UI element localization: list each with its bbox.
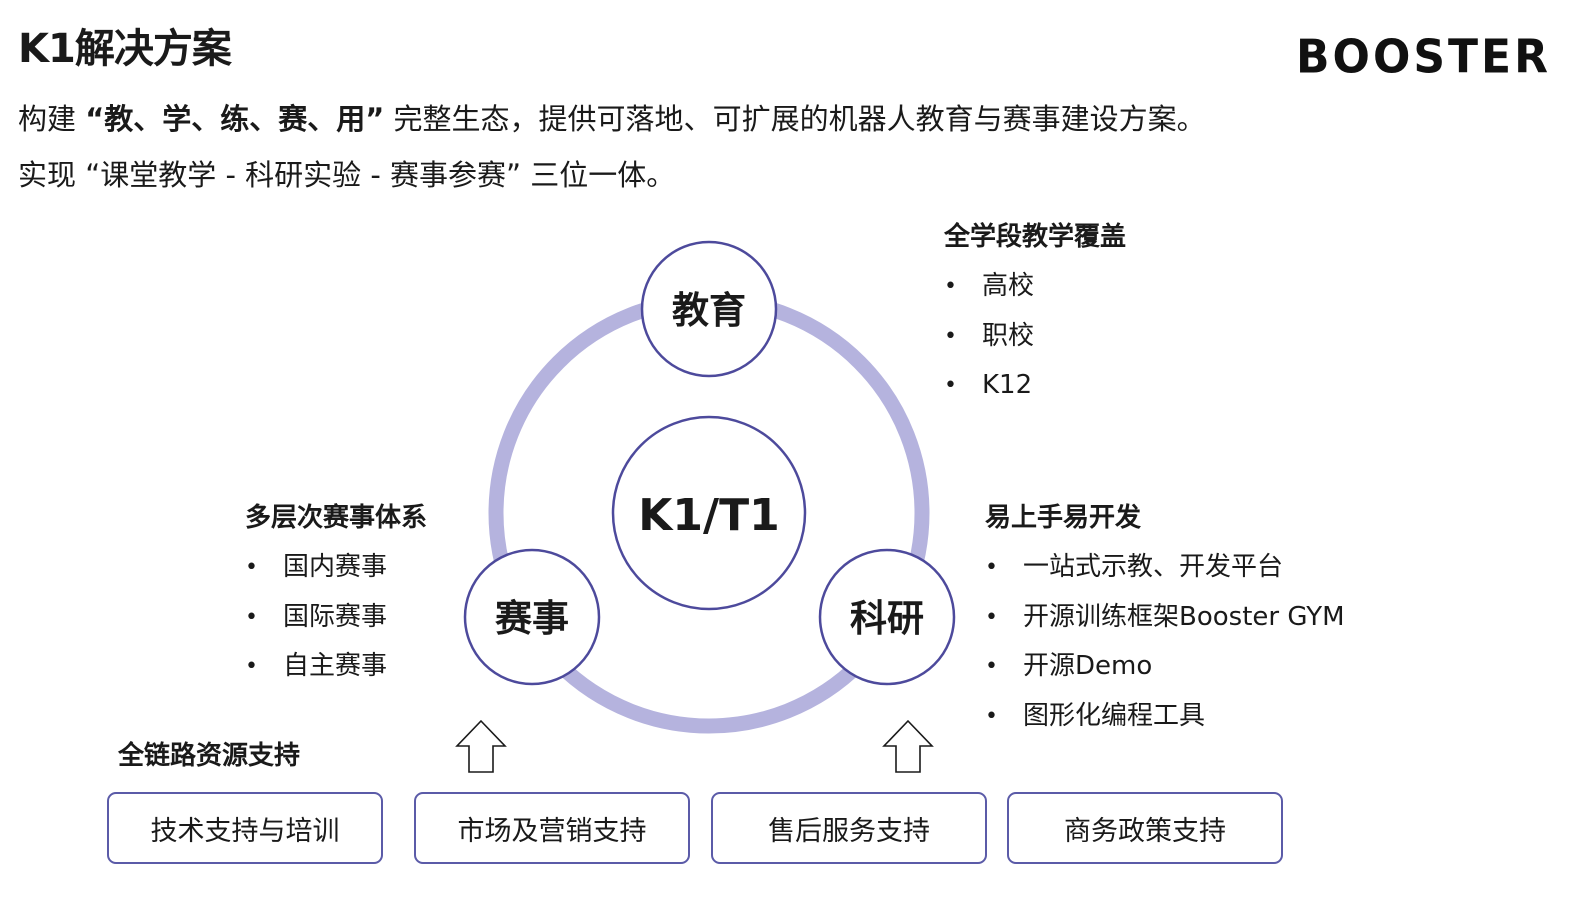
center-label: K1/T1 xyxy=(638,490,779,541)
resource-box-marketing-support: 市场及营销支持 xyxy=(414,792,690,864)
subtitle-line-2: 实现 “课堂教学 - 科研实验 - 赛事参赛” 三位一体。 xyxy=(18,158,676,192)
research-block: 易上手易开发 一站式示教、开发平台 开源训练框架Booster GYM 开源De… xyxy=(985,497,1345,741)
subtitle-prefix: 构建 xyxy=(18,102,86,136)
up-arrow-icon xyxy=(882,719,934,773)
resource-box-business-policy-support: 商务政策支持 xyxy=(1007,792,1283,864)
booster-logo: BOOSTER xyxy=(1296,30,1551,85)
list-item: 开源Demo xyxy=(985,642,1345,692)
node-right-circle xyxy=(818,548,956,686)
education-block: 全学段教学覆盖 高校 职校 K12 xyxy=(944,216,1126,411)
list-item: 高校 xyxy=(944,262,1126,312)
education-list: 高校 职校 K12 xyxy=(944,262,1126,411)
page-title: K1解决方案 xyxy=(18,26,232,72)
resources-title: 全链路资源支持 xyxy=(118,741,301,771)
list-item: 职校 xyxy=(944,312,1126,362)
resource-box-after-sales-support: 售后服务支持 xyxy=(711,792,987,864)
list-item: 开源训练框架Booster GYM xyxy=(985,593,1345,643)
list-item: 一站式示教、开发平台 xyxy=(985,543,1345,593)
education-title: 全学段教学覆盖 xyxy=(944,222,1127,252)
node-education-label: 教育 xyxy=(672,289,746,332)
competition-list: 国内赛事 国际赛事 自主赛事 xyxy=(245,543,427,692)
list-item: 图形化编程工具 xyxy=(985,692,1345,742)
resource-box-tech-support: 技术支持与培训 xyxy=(107,792,383,864)
subtitle-line-1: 构建 “教、学、练、赛、用” 完整生态，提供可落地、可扩展的机器人教育与赛事建设… xyxy=(18,96,1206,138)
research-list: 一站式示教、开发平台 开源训练框架Booster GYM 开源Demo 图形化编… xyxy=(985,543,1345,741)
center-circle xyxy=(611,415,807,611)
subtitle-highlight: “教、学、练、赛、用” xyxy=(85,102,385,136)
node-competition-label: 赛事 xyxy=(495,597,569,640)
node-top-circle xyxy=(640,240,778,378)
node-left-circle xyxy=(463,548,601,686)
list-item: 自主赛事 xyxy=(245,642,427,692)
list-item: 国际赛事 xyxy=(245,593,427,643)
research-title: 易上手易开发 xyxy=(985,503,1142,533)
subtitle-suffix: 完整生态，提供可落地、可扩展的机器人教育与赛事建设方案。 xyxy=(384,102,1206,136)
competition-title: 多层次赛事体系 xyxy=(245,503,428,533)
list-item: 国内赛事 xyxy=(245,543,427,593)
up-arrow-icon xyxy=(455,719,507,773)
list-item: K12 xyxy=(944,361,1126,411)
node-research-label: 科研 xyxy=(850,597,924,640)
competition-block: 多层次赛事体系 国内赛事 国际赛事 自主赛事 xyxy=(245,497,427,692)
